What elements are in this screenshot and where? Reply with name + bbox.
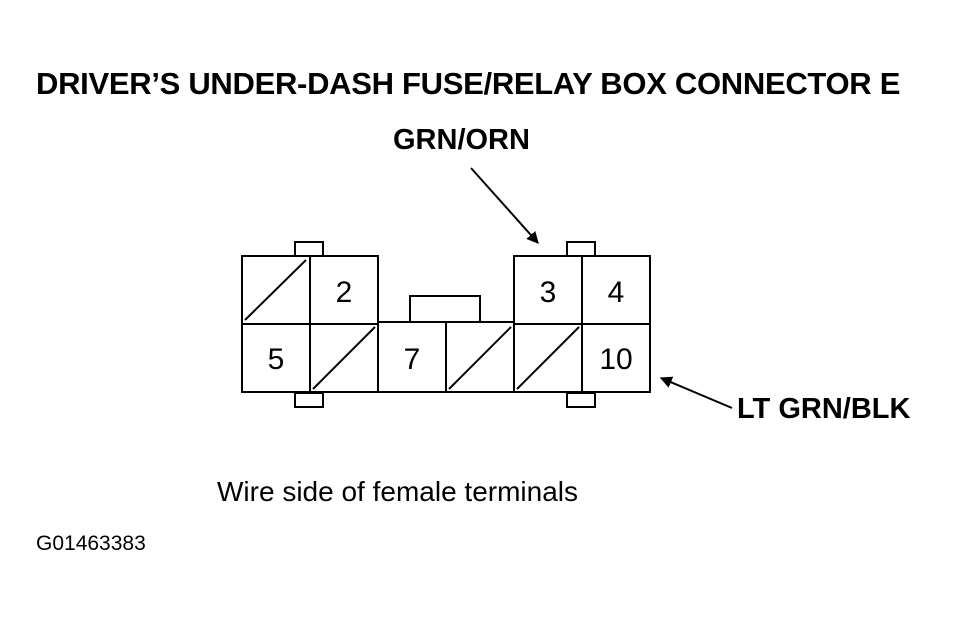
unused-cavity-1 bbox=[244, 259, 307, 321]
pin-label-7: 7 bbox=[404, 343, 421, 376]
pin-label-3: 3 bbox=[540, 276, 557, 309]
locking-tab-bottom-left bbox=[294, 392, 324, 408]
unused-cavity-6 bbox=[312, 326, 376, 390]
unused-cavity-slashes bbox=[244, 259, 580, 390]
connector-locking-tabs bbox=[294, 241, 596, 408]
diagram-title: DRIVER’S UNDER-DASH FUSE/RELAY BOX CONNE… bbox=[36, 66, 901, 101]
wire-color-label-grn-orn: GRN/ORN bbox=[393, 124, 530, 156]
pin-label-2: 2 bbox=[336, 276, 353, 309]
locking-tab-top-right bbox=[566, 241, 596, 257]
unused-cavity-9 bbox=[516, 326, 580, 390]
diagram-caption: Wire side of female terminals bbox=[217, 476, 579, 507]
pin-label-4: 4 bbox=[608, 276, 625, 309]
unused-cavity-8 bbox=[448, 326, 512, 390]
locking-tab-top-left bbox=[294, 241, 324, 257]
locking-tab-bottom-right bbox=[566, 392, 596, 408]
pin-label-5: 5 bbox=[268, 343, 285, 376]
arrow-to-pin-10 bbox=[659, 376, 733, 409]
connector-grid bbox=[242, 256, 650, 392]
wire-color-label-lt-grn-blk: LT GRN/BLK bbox=[737, 393, 911, 425]
arrow-to-pin-3 bbox=[470, 167, 539, 244]
figure-id: G01463383 bbox=[36, 532, 146, 555]
pin-label-10: 10 bbox=[599, 343, 632, 376]
connector-center-key bbox=[409, 295, 481, 323]
